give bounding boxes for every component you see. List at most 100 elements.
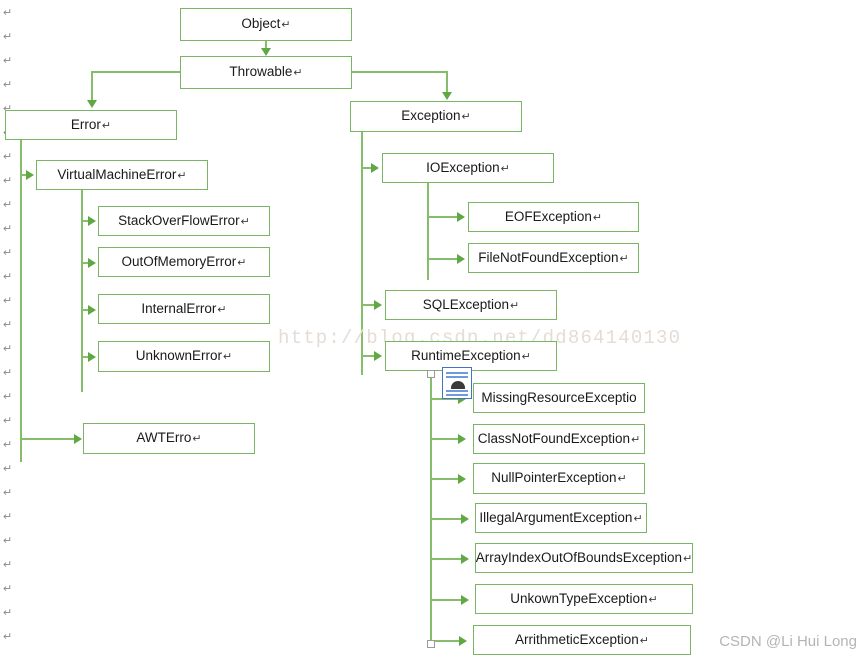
node-label: ClassNotFoundException — [477, 430, 631, 446]
node-label: OutOfMemoryError — [121, 253, 237, 269]
connector-rte-to-missingresource — [430, 398, 462, 400]
paragraph-mark-icon: ↵ — [619, 252, 629, 265]
node-nullpointer[interactable]: NullPointerException↵ — [473, 463, 645, 494]
paragraph-mark-icon: ↵ — [3, 367, 13, 379]
node-unknownerror[interactable]: UnknownError↵ — [98, 341, 270, 372]
node-arrithmetic[interactable]: ArrithmeticException↵ — [473, 625, 691, 655]
paragraph-mark-icon: ↵ — [223, 351, 233, 364]
paragraph-mark-icon: ↵ — [3, 79, 13, 91]
connector-vmerror-to-outofmemory — [81, 262, 90, 264]
paragraph-mark-icon: ↵ — [3, 31, 13, 43]
arrow-rte-arrithmetic — [459, 636, 467, 646]
connector-error-to-awterror — [20, 438, 75, 440]
node-unkowntype[interactable]: UnkownTypeException↵ — [475, 584, 693, 614]
arrow-rte-missingresource — [458, 394, 466, 404]
node-label: ArrayIndexOutOfBoundsException — [475, 549, 683, 565]
node-classnotfound[interactable]: ClassNotFoundException↵ — [473, 424, 645, 454]
node-filenotfound[interactable]: FileNotFoundException↵ — [468, 243, 639, 273]
arrow-ioexception-filenotfound — [457, 254, 465, 264]
connector-ioexception-to-eof — [427, 216, 459, 218]
arrow-object-throwable — [261, 48, 271, 56]
credit-label: CSDN @Li Hui Long — [719, 633, 857, 650]
arrow-ioexception-eof — [457, 212, 465, 222]
selection-handle-top[interactable] — [427, 370, 435, 378]
connector-ioexception-to-filenotfound — [427, 258, 459, 260]
node-label: StackOverFlowError — [118, 212, 240, 228]
node-label: Object — [241, 16, 281, 32]
node-ioexception[interactable]: IOException↵ — [382, 153, 554, 183]
node-outofmemory[interactable]: OutOfMemoryError↵ — [98, 247, 270, 277]
node-label: UnkownTypeException — [510, 590, 648, 606]
node-label: ArrithmeticException — [514, 631, 639, 647]
paragraph-mark-icon: ↵ — [3, 271, 13, 283]
arrow-error-vmerror — [26, 170, 34, 180]
node-exception[interactable]: Exception↵ — [350, 101, 522, 132]
node-label: UnknownError — [135, 348, 223, 364]
node-label: MissingResourceExceptio — [481, 389, 637, 405]
connector-rte-to-unkowntype — [430, 599, 464, 601]
paragraph-mark-icon: ↵ — [3, 319, 13, 331]
node-throwable[interactable]: Throwable↵ — [180, 56, 352, 89]
connector-exception-to-runtimeexception — [361, 355, 376, 357]
node-label: SQLException — [422, 296, 510, 312]
arrow-vmerror-unknownerror — [88, 352, 96, 362]
connector-vmerror-to-stackoverflow — [81, 220, 90, 222]
node-object[interactable]: Object↵ — [180, 8, 352, 41]
arrow-rte-nullpointer — [458, 474, 466, 484]
node-label: FileNotFoundException — [478, 249, 619, 265]
node-label: Exception — [401, 108, 461, 124]
image-placeholder-icon[interactable] — [442, 367, 472, 399]
paragraph-mark-icon: ↵ — [3, 151, 13, 163]
arrow-rte-illegalargument — [461, 514, 469, 524]
paragraph-mark-icon: ↵ — [3, 583, 13, 595]
paragraph-mark-icon: ↵ — [3, 295, 13, 307]
node-arrayindex[interactable]: ArrayIndexOutOfBoundsException↵ — [475, 543, 693, 573]
node-illegalargument[interactable]: IllegalArgumentException↵ — [475, 503, 647, 533]
paragraph-mark-icon: ↵ — [3, 511, 13, 523]
paragraph-mark-icon: ↵ — [3, 103, 13, 115]
paragraph-mark-icon: ↵ — [3, 631, 13, 643]
paragraph-mark-icon: ↵ — [240, 215, 250, 228]
connector-rte-to-arrayindex — [430, 558, 464, 560]
paragraph-mark-icon: ↵ — [521, 350, 531, 363]
node-error[interactable]: Error↵ — [5, 110, 177, 140]
arrow-exception-sqlexception — [374, 300, 382, 310]
node-label: Throwable — [229, 64, 293, 80]
selection-handle-bottom[interactable] — [427, 640, 435, 648]
paragraph-mark-icon: ↵ — [3, 391, 13, 403]
connector-vmerror-spine — [81, 190, 83, 392]
paragraph-mark-icon: ↵ — [633, 512, 643, 525]
paragraph-mark-icon: ↵ — [648, 593, 658, 606]
node-label: VirtualMachineError — [57, 166, 177, 182]
node-label: IllegalArgumentException — [479, 509, 633, 525]
paragraph-mark-icon: ↵ — [177, 169, 187, 182]
paragraph-mark-icon: ↵ — [237, 256, 247, 269]
node-awterror[interactable]: AWTErro↵ — [83, 423, 255, 454]
paragraph-mark-icon: ↵ — [281, 19, 291, 32]
node-label: InternalError — [141, 300, 217, 316]
paragraph-mark-icon: ↵ — [217, 303, 227, 316]
node-stackoverflow[interactable]: StackOverFlowError↵ — [98, 206, 270, 236]
paragraph-mark-icon: ↵ — [3, 607, 13, 619]
connector-exception-to-ioexception — [361, 167, 373, 169]
node-eofexception[interactable]: EOFException↵ — [468, 202, 639, 232]
connector-throwable-left — [91, 71, 181, 73]
connector-rte-to-arrithmetic — [430, 640, 462, 642]
node-missingresource[interactable]: MissingResourceExceptio — [473, 383, 645, 413]
connector-error-spine — [20, 140, 22, 462]
node-sqlexception[interactable]: SQLException↵ — [385, 290, 557, 320]
connector-exception-to-sqlexception — [361, 304, 376, 306]
node-internalerror[interactable]: InternalError↵ — [98, 294, 270, 324]
connector-rte-to-illegalargument — [430, 518, 464, 520]
paragraph-mark-icon: ↵ — [683, 552, 693, 565]
node-label: AWTErro — [136, 430, 192, 446]
paragraph-mark-icon: ↵ — [3, 55, 13, 67]
connector-throwable-left-down — [91, 71, 93, 102]
arrow-rte-classnotfound — [458, 434, 466, 444]
paragraph-mark-icon: ↵ — [3, 535, 13, 547]
arrow-error-awterror — [74, 434, 82, 444]
node-vmerror[interactable]: VirtualMachineError↵ — [36, 160, 208, 190]
paragraph-mark-icon: ↵ — [3, 247, 13, 259]
connector-throwable-right — [351, 71, 448, 73]
